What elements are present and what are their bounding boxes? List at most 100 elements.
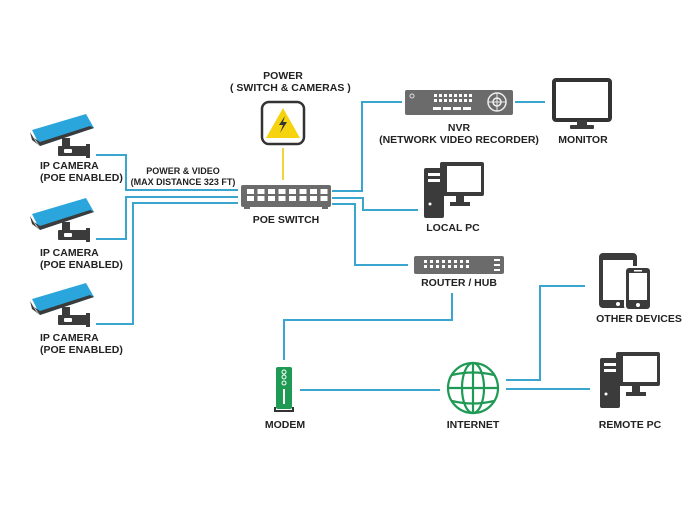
- switch-port: [320, 189, 328, 194]
- security-camera-icon: [30, 283, 94, 327]
- camera-1-label-line2: (POE ENABLED): [40, 172, 123, 184]
- switch-port: [257, 189, 265, 194]
- camera-2[interactable]: [30, 198, 94, 242]
- other-devices-label: OTHER DEVICES: [596, 313, 682, 325]
- router-port: [460, 265, 463, 268]
- camera-3[interactable]: [30, 283, 94, 327]
- router-port: [454, 260, 457, 263]
- monitor-label: MONITOR: [558, 134, 608, 146]
- camera-3-label-line1: IP CAMERA: [40, 332, 99, 344]
- router-port: [430, 260, 433, 263]
- nvr-indicator: [469, 94, 472, 97]
- switch-port: [320, 196, 328, 201]
- router-port: [442, 260, 445, 263]
- connections: [96, 101, 590, 391]
- local-pc-label: LOCAL PC: [426, 222, 480, 234]
- router-node[interactable]: [414, 256, 504, 274]
- nvr-indicator: [454, 94, 457, 97]
- other-devices-node[interactable]: [599, 253, 654, 310]
- router-port: [430, 265, 433, 268]
- switch-port: [247, 189, 254, 194]
- router-label: ROUTER / HUB: [421, 277, 497, 289]
- network-switch-icon: [241, 185, 331, 209]
- remote-pc-node[interactable]: [600, 352, 660, 408]
- power-node[interactable]: [260, 100, 306, 146]
- nvr-icon: [405, 90, 513, 115]
- camera-1-label-line1: IP CAMERA: [40, 160, 99, 172]
- edge-switch-nvr: [332, 101, 402, 192]
- nvr-indicator: [469, 99, 472, 102]
- router-port: [466, 265, 469, 268]
- switch-port: [299, 196, 307, 201]
- edge-switch-router: [332, 203, 408, 266]
- switch-port: [289, 196, 296, 201]
- edge-switch-localpc: [332, 197, 418, 211]
- nvr-indicator: [464, 99, 467, 102]
- nvr-drive-slot: [443, 107, 451, 110]
- edge-camera2-switch: [96, 196, 238, 240]
- tablet-phone-icon: [599, 253, 654, 310]
- desktop-pc-icon: [600, 352, 660, 408]
- monitor-node[interactable]: [552, 78, 612, 129]
- switch-port: [278, 196, 286, 201]
- nvr-label-line2: (NETWORK VIDEO RECORDER): [379, 134, 539, 146]
- edge-camera3-switch: [96, 202, 238, 325]
- nvr-drive-slot: [453, 107, 461, 110]
- camera-1-label: IP CAMERA (POE ENABLED): [40, 160, 123, 184]
- router-port: [424, 265, 427, 268]
- camera-3-label: IP CAMERA (POE ENABLED): [40, 332, 123, 356]
- router-port: [448, 260, 451, 263]
- switch-port: [268, 196, 275, 201]
- nvr-indicator: [444, 99, 447, 102]
- edge-camera1-switch: [96, 154, 238, 191]
- nvr-indicator: [464, 94, 467, 97]
- local-pc-node[interactable]: [424, 162, 484, 218]
- internet-label: INTERNET: [446, 419, 500, 431]
- router-port: [460, 260, 463, 263]
- internet-node[interactable]: [446, 361, 500, 415]
- nvr-indicator: [439, 99, 442, 102]
- camera-2-label-line1: IP CAMERA: [40, 247, 99, 259]
- security-camera-icon: [30, 114, 94, 158]
- switch-port: [278, 189, 286, 194]
- nvr-indicator: [434, 99, 437, 102]
- poe-switch-node[interactable]: [241, 185, 331, 209]
- desktop-pc-icon: [424, 162, 484, 218]
- nvr-node[interactable]: [405, 90, 513, 115]
- camera-1[interactable]: [30, 114, 94, 158]
- router-port: [454, 265, 457, 268]
- router-port: [466, 260, 469, 263]
- monitor-icon: [552, 78, 612, 129]
- switch-port: [268, 189, 275, 194]
- router-icon: [414, 256, 504, 274]
- nvr-indicator: [434, 94, 437, 97]
- globe-icon: [446, 361, 500, 415]
- nvr-indicator: [454, 99, 457, 102]
- camera-2-label-line2: (POE ENABLED): [40, 259, 123, 271]
- security-camera-icon: [30, 198, 94, 242]
- edge-label-line2: (MAX DISTANCE 323 FT): [130, 177, 236, 187]
- nvr-label: NVR (NETWORK VIDEO RECORDER): [376, 122, 542, 146]
- switch-port: [257, 196, 265, 201]
- nvr-indicator: [444, 94, 447, 97]
- router-port: [436, 265, 439, 268]
- poe-switch-label: POE SWITCH: [252, 214, 320, 226]
- edge-router-modem: [283, 293, 453, 360]
- modem-icon: [274, 367, 294, 412]
- nvr-indicator: [459, 99, 462, 102]
- router-port: [442, 265, 445, 268]
- nvr-label-line1: NVR: [447, 122, 471, 134]
- switch-port: [247, 196, 254, 201]
- router-port: [436, 260, 439, 263]
- router-port: [424, 260, 427, 263]
- modem-node[interactable]: [274, 367, 294, 412]
- modem-label: MODEM: [264, 419, 306, 431]
- nvr-drive-slot: [463, 107, 471, 110]
- edge-label-line1: POWER & VIDEO: [146, 166, 220, 176]
- edge-internet-otherdevices: [506, 285, 585, 381]
- lightning-warning-icon: [266, 108, 300, 138]
- nvr-indicator: [439, 94, 442, 97]
- camera-3-label-line2: (POE ENABLED): [40, 344, 123, 356]
- edge-label-power-video: POWER & VIDEO (MAX DISTANCE 323 FT): [130, 166, 236, 188]
